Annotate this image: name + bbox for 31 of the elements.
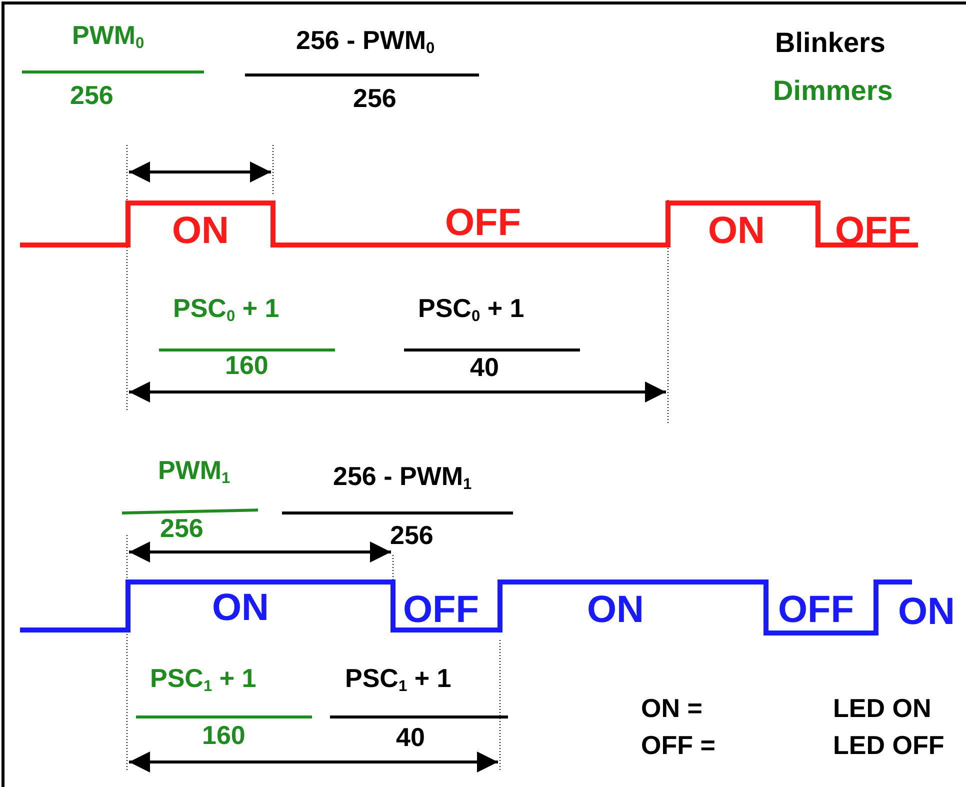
legend-text: ON =: [641, 695, 702, 721]
legend-text: LED ON: [833, 695, 932, 721]
legend-text: OFF =: [641, 732, 716, 758]
formula-text: 256 - PWM$_{0}$: [296, 27, 435, 53]
value-text: 160: [202, 722, 246, 748]
value-text: 40: [470, 354, 499, 380]
state-label: ON: [212, 589, 269, 627]
formula-text: PSC$_{1}$ + 1: [150, 665, 256, 691]
state-label: ON: [172, 212, 229, 250]
state-label: ON: [708, 212, 765, 250]
value-text: 256: [70, 82, 114, 108]
value-text: 40: [396, 724, 425, 750]
state-label: OFF: [445, 204, 521, 242]
legend-text: Dimmers: [773, 77, 893, 105]
formula-text: PWM$_{1}$: [158, 457, 230, 483]
legend-text: LED OFF: [833, 732, 944, 758]
formula-text: PSC$_{1}$ + 1: [345, 665, 452, 691]
legend-text: Blinkers: [775, 29, 886, 57]
value-text: 256: [353, 85, 396, 111]
state-label: OFF: [778, 591, 854, 629]
state-label: ON: [587, 591, 644, 629]
formula-text: PWM$_{0}$: [72, 22, 144, 48]
formula-text: 256 - PWM$_{1}$: [333, 463, 472, 489]
state-label: OFF: [835, 212, 911, 250]
formula-text: PSC$_{0}$ + 1: [173, 295, 280, 321]
value-text: 160: [225, 352, 268, 378]
value-text: 256: [160, 515, 204, 541]
formula-text: PSC$_{0}$ + 1: [418, 295, 524, 321]
state-label: OFF: [403, 591, 479, 629]
value-text: 256: [390, 522, 434, 548]
state-label: ON: [898, 593, 955, 631]
